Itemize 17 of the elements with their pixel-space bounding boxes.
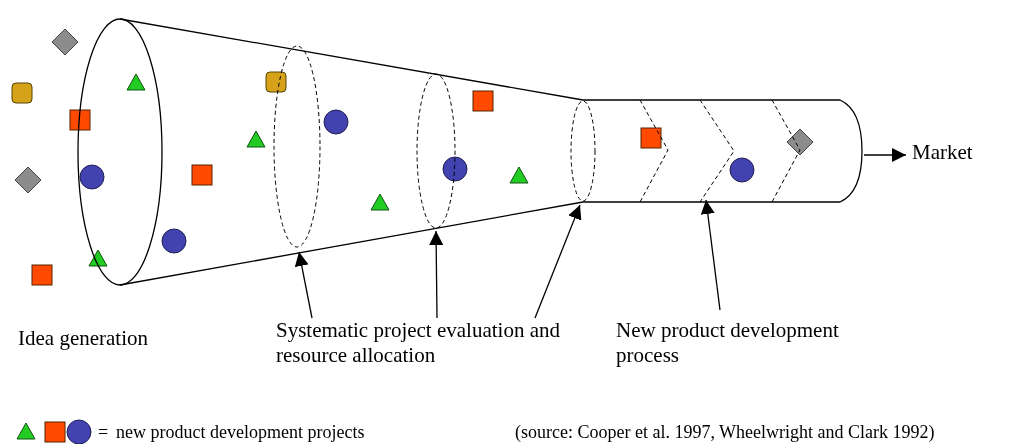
dashed-ellipse: [570, 100, 596, 202]
leader-arrow: [700, 199, 721, 311]
leader-arrow: [534, 204, 582, 319]
dashed-chevron: [698, 100, 736, 202]
leader-arrow: [863, 148, 907, 162]
funnel-drawing: [78, 17, 864, 289]
caption-text: New product development process: [616, 318, 886, 378]
source-note: (source: Cooper et al. 1997, Wheelwright and Clark 1992): [515, 421, 935, 444]
dashed-ellipse: [273, 45, 321, 248]
caption-text: Market: [912, 140, 1002, 170]
caption-text: Systematic project evaluation and resource allocation: [276, 318, 566, 378]
caption-text: Idea generation: [18, 326, 148, 351]
legend-text: new product development projects: [116, 421, 365, 444]
leader-arrow: [294, 251, 313, 319]
equals-sign: =: [98, 421, 109, 444]
dashed-ellipse: [416, 73, 456, 229]
leader-arrow: [429, 230, 444, 319]
